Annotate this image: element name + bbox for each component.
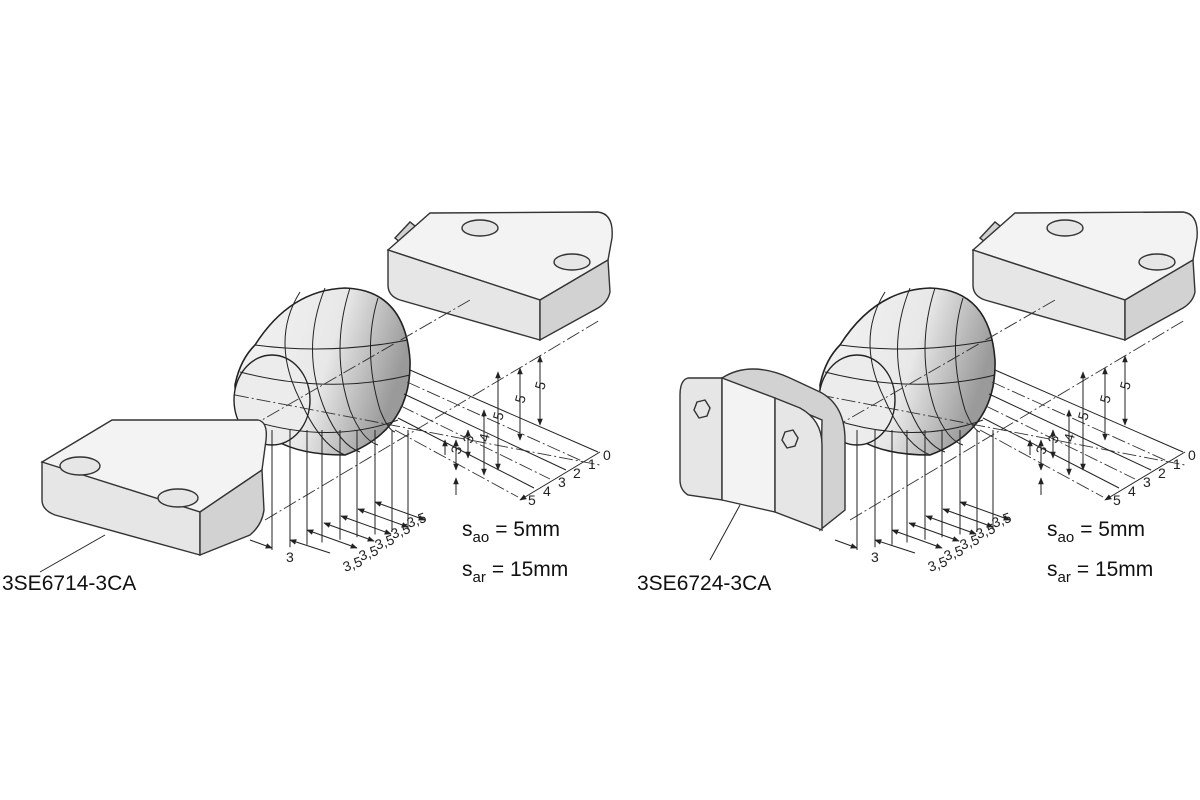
horizontal-dimension-label: 3,5 — [990, 509, 1014, 531]
horizontal-dimension-label: 3,5 — [942, 542, 966, 564]
scale-tick-label: 1 — [1173, 456, 1181, 472]
actuator-flat-plate — [39, 419, 268, 573]
sao-label: sao= 5mm — [462, 518, 560, 546]
scale-tick-label: 3 — [1143, 474, 1151, 490]
scale-tick-label: 4 — [543, 483, 551, 499]
mounting-hole — [59, 456, 101, 476]
model-label: 3SE6714-3CA — [2, 572, 136, 595]
vertical-dimension-label: 3 — [459, 433, 477, 445]
sensor-top-face — [971, 211, 1198, 301]
scale-tick-label: 2 — [573, 465, 581, 481]
vertical-dimension-label: 5 — [531, 379, 549, 391]
safety-sensor — [386, 211, 613, 342]
model-label: 3SE6724-3CA — [637, 572, 771, 595]
mounting-hole — [1138, 253, 1176, 271]
horizontal-dimension-label: 3,5 — [373, 531, 397, 553]
scale-tick-label: 1 — [588, 456, 596, 472]
sensor-side-face — [539, 258, 611, 342]
safety-sensor — [971, 211, 1198, 342]
sar-label: sar= 15mm — [462, 558, 568, 586]
vertical-dimension-label: 3 — [1044, 433, 1062, 445]
mounting-hole — [461, 219, 499, 237]
horizontal-dimension-label: 3,5 — [974, 520, 998, 542]
scale-tick-label: 0 — [1188, 447, 1196, 463]
vertical-dimension-label: 5 — [1096, 393, 1114, 405]
horizontal-dimension-label: 3,5 — [357, 542, 381, 564]
horizontal-dimension-label: 3 — [871, 549, 879, 565]
mounting-hole — [693, 399, 711, 419]
sensor-side-face — [1124, 258, 1196, 342]
horizontal-dimension-label: 3 — [286, 549, 294, 565]
response-range-cone — [818, 287, 996, 456]
mounting-hole — [1046, 219, 1084, 237]
vertical-dimension-label: 4 — [1060, 431, 1078, 443]
vertical-dimension-label: 3 — [1032, 444, 1050, 456]
scale-tick-label: 2 — [1158, 465, 1166, 481]
mounting-hole — [781, 429, 799, 449]
sensor-top-face — [386, 211, 613, 301]
scale-tick-label: 5 — [1113, 492, 1121, 508]
horizontal-dimension-label: 3,5 — [389, 520, 413, 542]
vertical-dimension-label: 5 — [1116, 379, 1134, 391]
vertical-dimension-label: 3 — [447, 444, 465, 456]
vertical-dimension-label: 5 — [511, 393, 529, 405]
scale-tick-label: 5 — [528, 492, 536, 508]
horizontal-dimension-label: 3,5 — [926, 553, 950, 575]
mounting-hole — [157, 488, 199, 508]
sao-label: sao= 5mm — [1047, 518, 1145, 546]
sensor-front-face — [972, 249, 1126, 341]
mounting-hole — [553, 253, 591, 271]
horizontal-dimension-label: 3,5 — [405, 509, 429, 531]
horizontal-dimension-label: 3,5 — [341, 553, 365, 575]
actuator-angled-block — [679, 368, 846, 561]
vertical-dimension-label: 5 — [489, 410, 507, 422]
horizontal-dimension-label: 3,5 — [958, 531, 982, 553]
sensor-front-face — [387, 249, 541, 341]
sar-label: sar= 15mm — [1047, 558, 1153, 586]
scale-tick-label: 0 — [603, 447, 611, 463]
scale-tick-label: 4 — [1128, 483, 1136, 499]
vertical-dimension-label: 5 — [1074, 410, 1092, 422]
scale-tick-label: 3 — [558, 474, 566, 490]
vertical-dimension-label: 4 — [475, 431, 493, 443]
